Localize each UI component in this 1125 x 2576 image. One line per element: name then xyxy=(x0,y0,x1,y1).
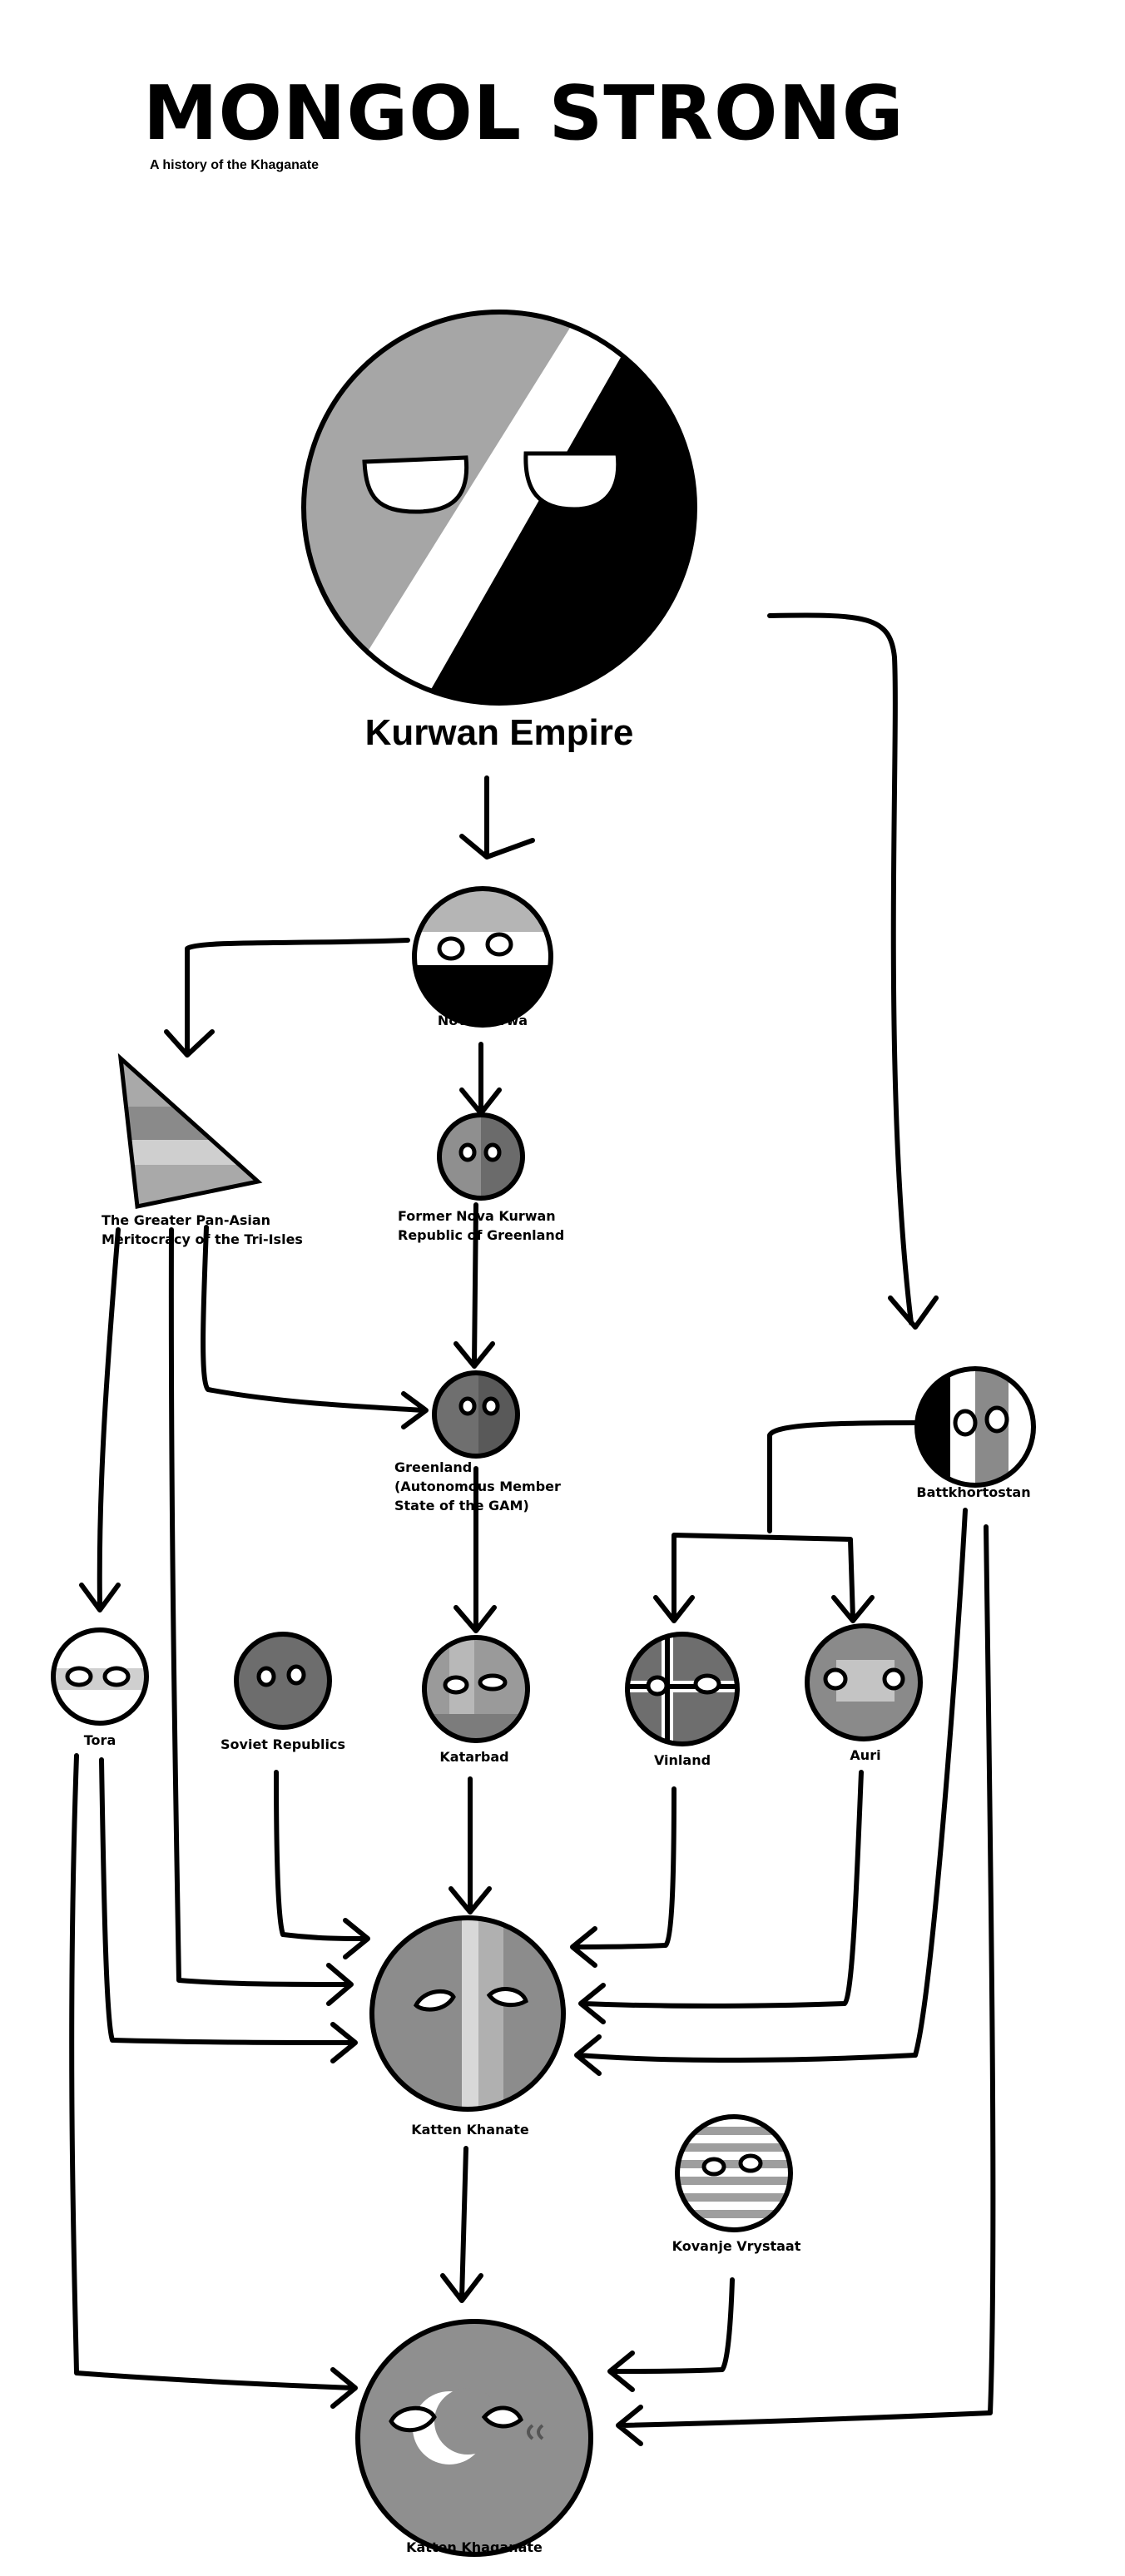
arrow-novakurwa-to-triisles xyxy=(164,938,410,1058)
former-nova-kurwan-ball xyxy=(437,1112,525,1201)
arrow-empire-to-battkhortostan xyxy=(767,612,939,1330)
katten-khaganate-ball xyxy=(355,2319,593,2557)
label-vinland: Vinland xyxy=(653,1752,711,1768)
arrow-batt-to-kattenkhaganate xyxy=(616,1524,996,2446)
arrow-batt-to-vinland-auri xyxy=(653,1420,918,1623)
auri-ball xyxy=(805,1623,923,1741)
arrow-soviet-to-kattenkhanate xyxy=(274,1770,370,1959)
label-tora: Tora xyxy=(83,1732,116,1748)
arrow-empire-to-novakurwa xyxy=(459,775,535,859)
arrow-kattenkhanate-to-kattenkhaganate xyxy=(440,2146,483,2303)
label-katarbad: Katarbad xyxy=(439,1749,509,1765)
label-battkhortostan: Battkhortostan xyxy=(916,1484,1031,1500)
soviet-republics-ball xyxy=(234,1632,332,1730)
arrow-tora-to-kattenkhanate xyxy=(99,1757,358,2063)
arrow-auri-to-kattenkhanate xyxy=(578,1770,864,2024)
arrow-triisles-to-kattenkhanate xyxy=(168,1227,354,2006)
page-subtitle: A history of the Khaganate xyxy=(150,158,319,172)
arrow-former-to-greenland xyxy=(453,1202,495,1369)
katten-khanate-ball xyxy=(369,1915,566,2112)
label-auri: Auri xyxy=(850,1747,881,1763)
label-greenland: Greenland (Autonomous Member State of th… xyxy=(394,1459,561,1514)
greenland-ball xyxy=(432,1370,520,1459)
arrow-tora-to-kattenkhaganate xyxy=(69,1753,358,2409)
label-soviet-republics: Soviet Republics xyxy=(221,1736,345,1752)
battkhortostan-ball xyxy=(914,1366,1036,1488)
label-katten-khaganate: Katten Khaganate xyxy=(406,2539,543,2555)
arrow-triisles-to-greenland xyxy=(201,1225,429,1429)
tora-ball xyxy=(51,1627,149,1726)
kurwan-empire-ball xyxy=(301,310,697,706)
nova-kurwa-ball xyxy=(412,886,553,1028)
arrow-katarbad-to-kattenkhanate xyxy=(449,1776,492,1915)
tri-isles-shape xyxy=(117,1053,263,1210)
arrow-novakurwa-to-former xyxy=(459,1042,502,1116)
katarbad-ball xyxy=(422,1635,530,1743)
label-katten-khanate: Katten Khanate xyxy=(411,2122,529,2138)
label-nova-kurwa: Nova Kurwa xyxy=(437,1013,528,1028)
vinland-ball xyxy=(625,1632,740,1746)
label-kovanje-vrystaat: Kovanje Vrystaat xyxy=(672,2238,801,2254)
arrow-greenland-to-katarbad xyxy=(453,1466,497,1633)
arrow-vinland-to-kattenkhanate xyxy=(570,1786,676,1968)
arrow-batt-to-kattenkhanate xyxy=(574,1508,968,2076)
arrow-triisles-to-tora xyxy=(79,1227,121,1612)
label-former-nova-kurwan: Former Nova Kurwan Republic of Greenland xyxy=(398,1208,565,1244)
page-title: MONGOL STRONG xyxy=(143,70,904,157)
label-kurwan-empire: Kurwan Empire xyxy=(364,712,634,753)
kovanje-vrystaat-ball xyxy=(675,2114,793,2232)
label-tri-isles: The Greater Pan-Asian Meritocracy of the… xyxy=(102,1212,303,1248)
arrow-kovanje-to-kattenkhaganate xyxy=(607,2277,735,2392)
